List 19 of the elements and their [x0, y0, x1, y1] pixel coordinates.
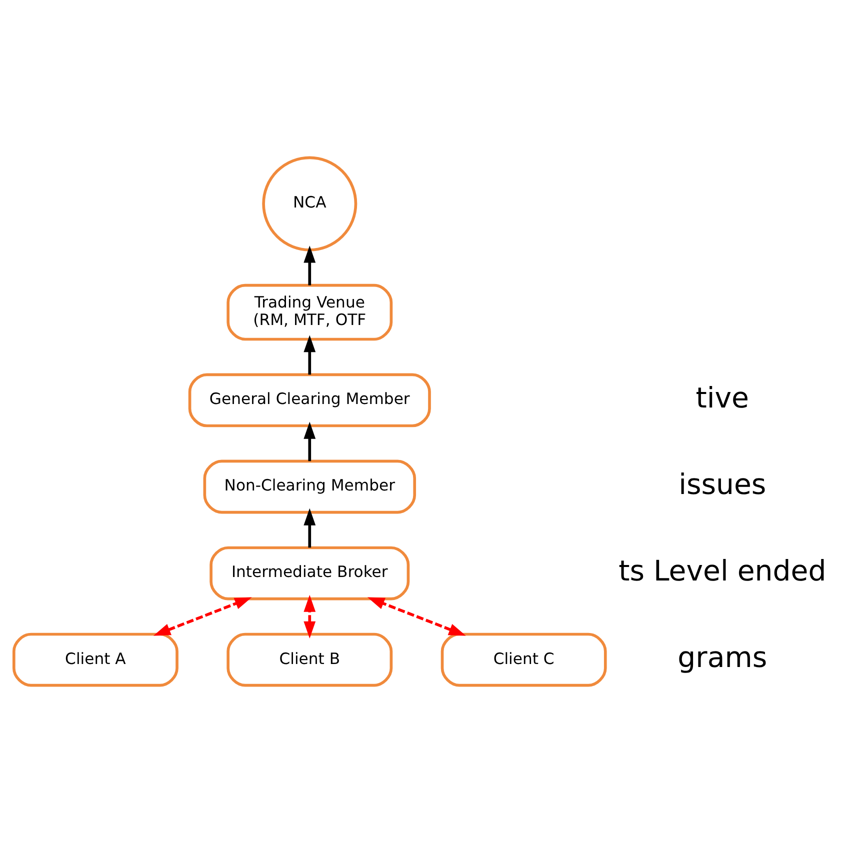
arrow [304, 246, 316, 286]
node-circle: NCA [262, 156, 358, 252]
node-box: Client C [440, 632, 607, 687]
arrow [304, 508, 316, 548]
arrow [304, 594, 316, 638]
label: grams [678, 640, 768, 674]
node-box: General Clearing Member [188, 373, 431, 428]
node-box: Client A [12, 632, 178, 687]
node-box: Intermediate Broker [210, 546, 410, 600]
label: ts Level ended [618, 554, 826, 588]
arrow [367, 597, 466, 636]
label: issues [678, 468, 766, 501]
node-box: Non-Clearing Member [203, 460, 416, 514]
node-box: Trading Venue (RM, MTF, OTF [226, 284, 393, 341]
node-box: Client B [226, 632, 393, 687]
arrow [304, 422, 316, 462]
label: tive [696, 381, 750, 414]
arrow [153, 597, 252, 636]
arrow [304, 335, 316, 375]
